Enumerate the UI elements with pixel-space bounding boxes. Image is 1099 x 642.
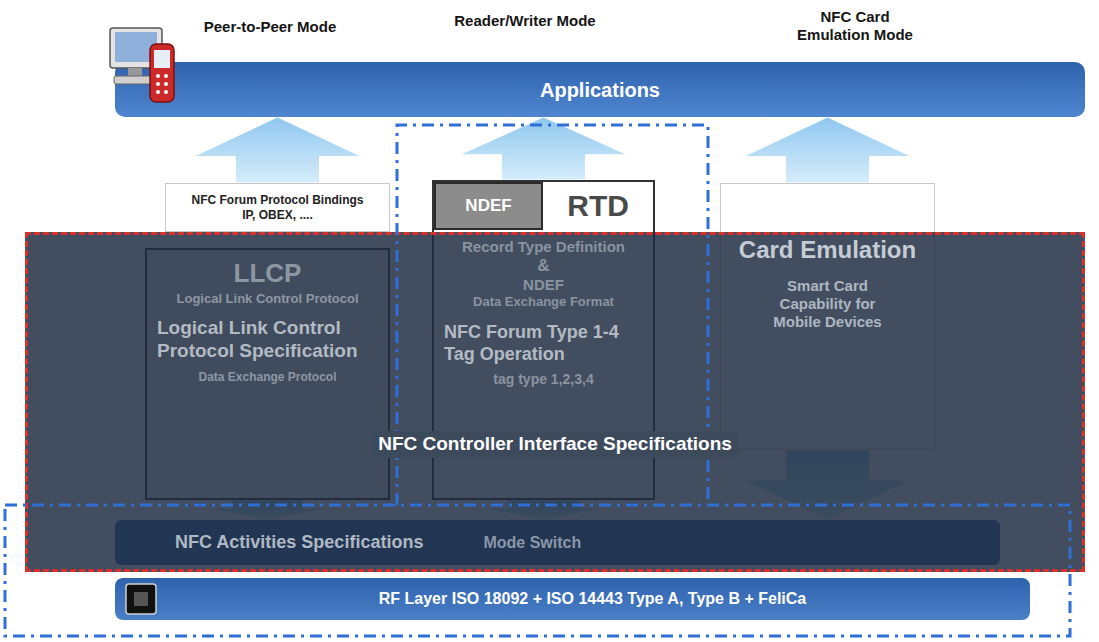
node-text: NFC Controller Interface Specifications (372, 431, 738, 458)
node-text: RTD (567, 188, 629, 224)
node-text: Card Emulation (739, 236, 916, 265)
ndef-box: NDEF (434, 182, 543, 230)
node-text: Logical Link Control Protocol (177, 291, 359, 307)
node-text: Data Exchange Format (473, 294, 614, 310)
node-text: Logical Link Control Protocol Specificat… (157, 317, 378, 363)
node-text: tag type 1,2,3,4 (493, 371, 593, 388)
rf-outline (5, 505, 1070, 636)
mode-heading: NFC Card Emulation Mode (790, 8, 920, 44)
node-text: NDEF (465, 196, 511, 216)
block-arrow (194, 117, 362, 183)
node-text: LLCP (234, 258, 302, 289)
node-text: & (537, 256, 549, 276)
node-text: Mode Switch (483, 533, 581, 552)
mode-heading: Reader/Writer Mode (430, 12, 620, 30)
node-text: Record Type Definition (462, 238, 625, 256)
mode-heading: Peer-to-Peer Mode (180, 18, 360, 36)
node-text: NFC Activities Specifications (175, 532, 423, 554)
node-text: IP, OBEX, .... (242, 208, 312, 222)
node-text: Smart Card Capability for Mobile Devices (765, 277, 890, 331)
node-text: Applications (540, 78, 660, 102)
application-band: Applications (115, 62, 1085, 117)
node-text: NDEF (523, 276, 564, 294)
node-text: NFC Forum Type 1-4 Tag Operation (444, 322, 643, 365)
node-text: RF Layer ISO 18092 + ISO 14443 Type A, T… (379, 589, 806, 608)
device-icon (110, 28, 174, 102)
block-arrow (460, 117, 628, 180)
rf-layer-band: RF Layer ISO 18092 + ISO 14443 Type A, T… (115, 578, 1030, 620)
reader-writer-outline (397, 125, 708, 505)
node-text: Data Exchange Protocol (198, 370, 336, 384)
block-arrow (744, 117, 912, 183)
binding-box: NFC Forum Protocol BindingsIP, OBEX, ...… (165, 183, 390, 232)
chip-icon (126, 584, 156, 614)
node-text: NFC Forum Protocol Bindings (192, 193, 364, 207)
